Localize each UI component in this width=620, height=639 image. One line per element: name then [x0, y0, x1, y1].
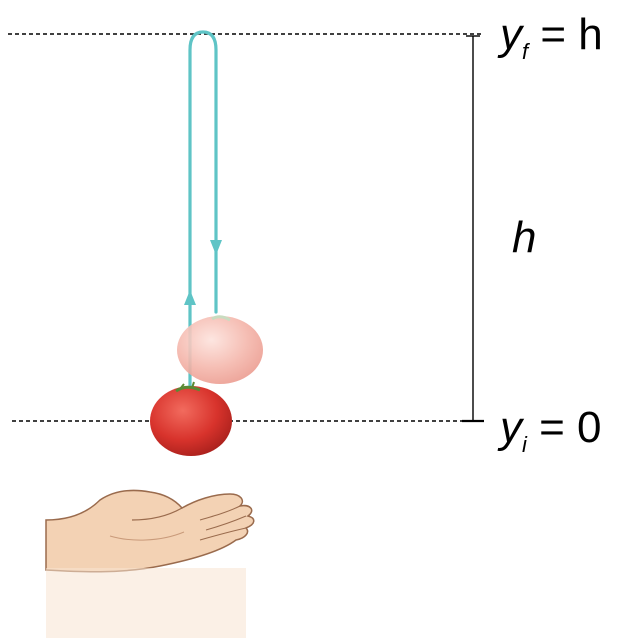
hand-icon [45, 489, 255, 638]
trajectory-path [184, 30, 222, 392]
tomato-icon [177, 315, 263, 384]
top-label: yf = h [497, 10, 603, 64]
height-dimension [466, 35, 480, 421]
bottom-label: yi = 0 [497, 403, 602, 457]
tomato-icon [150, 381, 232, 456]
height-label: h [512, 213, 536, 262]
up-arrow-icon [184, 290, 196, 305]
down-arrow-icon [210, 240, 222, 255]
